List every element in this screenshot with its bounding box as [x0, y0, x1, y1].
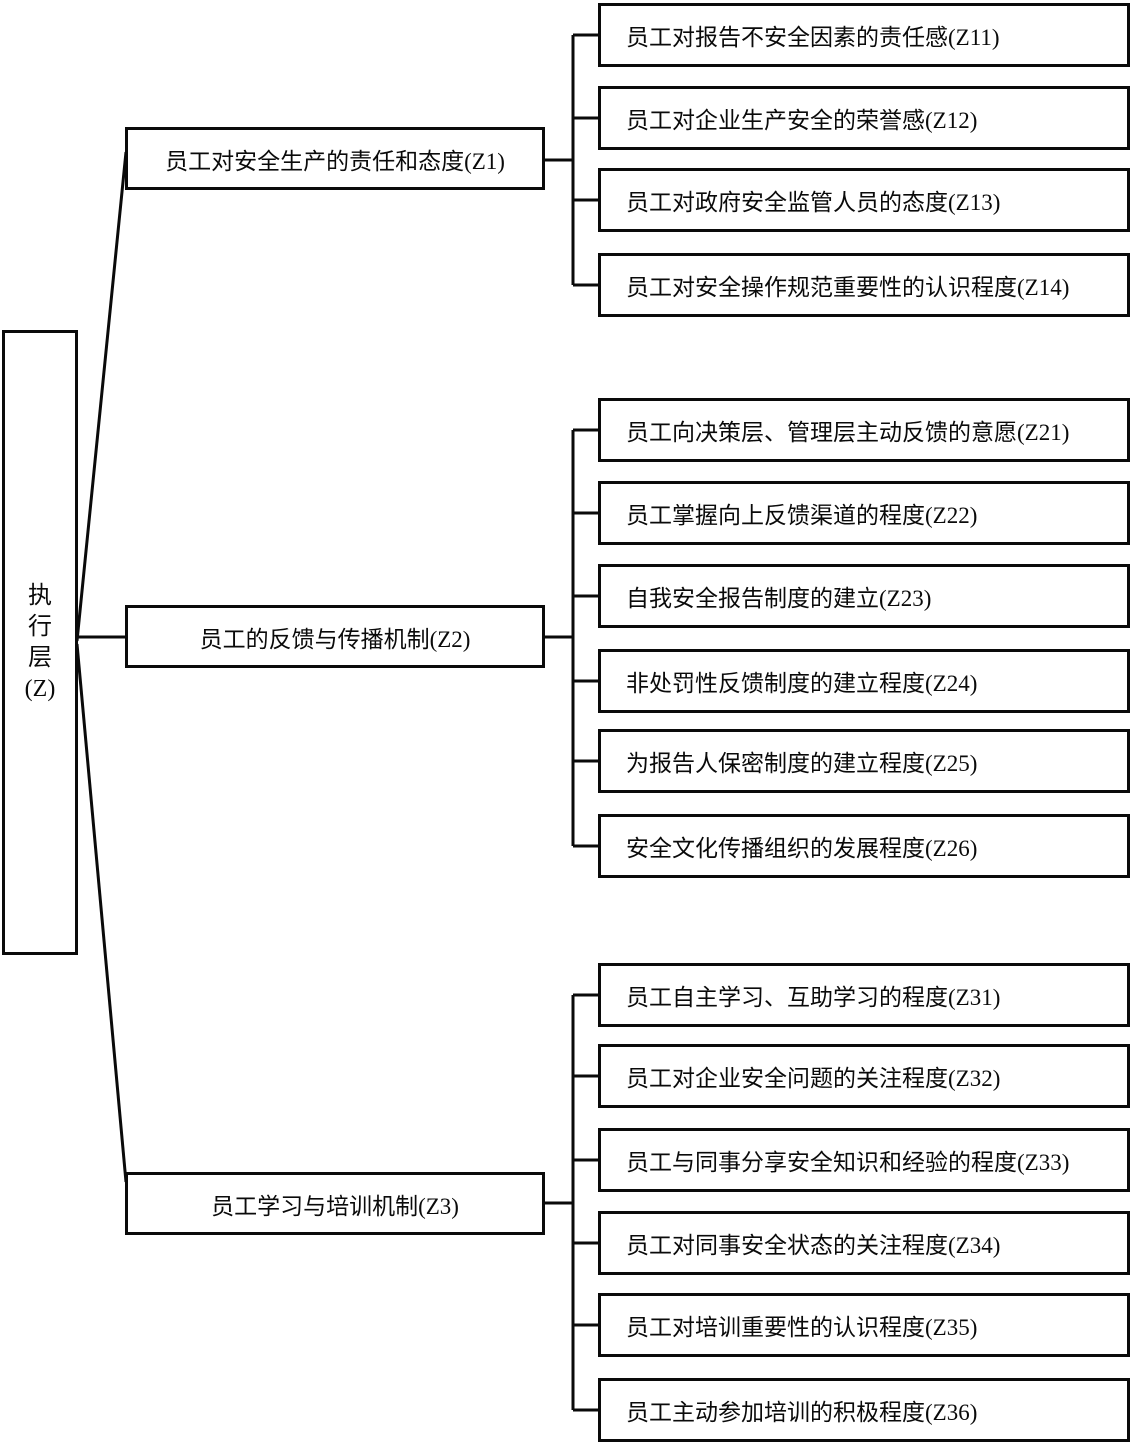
- node-label: 员工对同事安全状态的关注程度(Z34): [626, 1233, 1001, 1258]
- node-z33: 员工与同事分享安全知识和经验的程度(Z33): [598, 1128, 1130, 1192]
- node-z21: 员工向决策层、管理层主动反馈的意愿(Z21): [598, 398, 1130, 462]
- node-z34: 员工对同事安全状态的关注程度(Z34): [598, 1211, 1130, 1275]
- node-label: 员工学习与培训机制(Z3): [211, 1193, 459, 1219]
- node-label: 员工掌握向上反馈渠道的程度(Z22): [626, 503, 978, 528]
- node-label: 员工自主学习、互助学习的程度(Z31): [626, 985, 1001, 1010]
- node-label: 为报告人保密制度的建立程度(Z25): [626, 751, 978, 776]
- node-label: 员工对培训重要性的认识程度(Z35): [626, 1315, 978, 1340]
- node-z35: 员工对培训重要性的认识程度(Z35): [598, 1293, 1130, 1357]
- node-z1: 员工对安全生产的责任和态度(Z1): [125, 127, 545, 190]
- node-z11: 员工对报告不安全因素的责任感(Z11): [598, 3, 1130, 67]
- node-z23: 自我安全报告制度的建立(Z23): [598, 564, 1130, 628]
- node-z22: 员工掌握向上反馈渠道的程度(Z22): [598, 481, 1130, 545]
- node-z14: 员工对安全操作规范重要性的认识程度(Z14): [598, 253, 1130, 317]
- node-label: 安全文化传播组织的发展程度(Z26): [626, 836, 978, 861]
- node-z31: 员工自主学习、互助学习的程度(Z31): [598, 963, 1130, 1027]
- node-root: 执 行 层 (Z): [2, 330, 78, 955]
- root-label-char: 行: [28, 613, 52, 640]
- node-label: 员工的反馈与传播机制(Z2): [199, 626, 471, 652]
- node-label: 员工对政府安全监管人员的态度(Z13): [626, 190, 1001, 215]
- node-label: 员工对企业安全问题的关注程度(Z32): [626, 1066, 1001, 1091]
- node-label: 自我安全报告制度的建立(Z23): [626, 586, 932, 611]
- node-label: 员工对安全操作规范重要性的认识程度(Z14): [626, 275, 1070, 300]
- node-label: 员工对企业生产安全的荣誉感(Z12): [626, 108, 978, 133]
- edge-root-z3: [75, 643, 128, 1183]
- node-label: 非处罚性反馈制度的建立程度(Z24): [626, 671, 978, 696]
- node-label: 员工主动参加培训的积极程度(Z36): [626, 1400, 978, 1425]
- node-z12: 员工对企业生产安全的荣誉感(Z12): [598, 86, 1130, 150]
- node-z13: 员工对政府安全监管人员的态度(Z13): [598, 168, 1130, 232]
- node-label: 员工对报告不安全因素的责任感(Z11): [626, 25, 1000, 50]
- node-label: 员工与同事分享安全知识和经验的程度(Z33): [626, 1150, 1070, 1175]
- node-z24: 非处罚性反馈制度的建立程度(Z24): [598, 649, 1130, 713]
- node-label: 员工向决策层、管理层主动反馈的意愿(Z21): [626, 420, 1070, 445]
- root-label-code: (Z): [24, 675, 56, 702]
- node-z32: 员工对企业安全问题的关注程度(Z32): [598, 1044, 1130, 1108]
- root-label-char: 层: [28, 644, 52, 671]
- node-z26: 安全文化传播组织的发展程度(Z26): [598, 814, 1130, 878]
- node-z36: 员工主动参加培训的积极程度(Z36): [598, 1378, 1130, 1442]
- root-label-char: 执: [28, 582, 52, 609]
- node-z2: 员工的反馈与传播机制(Z2): [125, 605, 545, 668]
- node-label: 员工对安全生产的责任和态度(Z1): [165, 148, 505, 174]
- node-z3: 员工学习与培训机制(Z3): [125, 1172, 545, 1235]
- node-z25: 为报告人保密制度的建立程度(Z25): [598, 729, 1130, 793]
- edge-root-z1: [75, 151, 128, 642]
